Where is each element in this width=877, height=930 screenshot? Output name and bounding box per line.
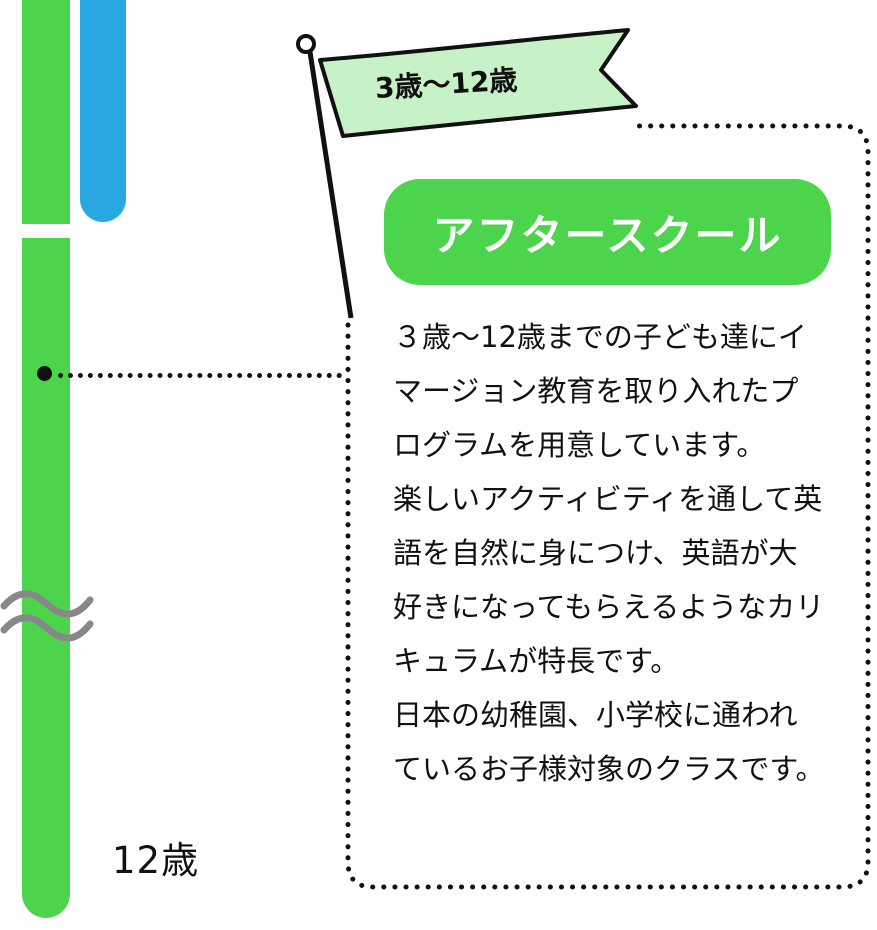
timeline-bar-lower (22, 238, 70, 918)
timeline-bar-blue (80, 0, 126, 222)
program-description: ３歳〜12歳までの子ども達にイ マージョン教育を取り入れたプ ログラムを用意して… (393, 320, 825, 786)
timeline-connector-line (58, 373, 342, 378)
program-title-badge: アフタースクール (384, 179, 831, 285)
age-label-12: 12歳 (112, 839, 200, 882)
flag-pole (307, 51, 354, 319)
program-title: アフタースクール (432, 210, 783, 260)
flag-pole-top-icon (296, 34, 316, 54)
timeline-bar-upper (22, 0, 70, 224)
flag-banner (318, 28, 638, 138)
wave-break-icon (0, 590, 94, 642)
timeline-marker-dot (37, 366, 52, 381)
callout-dotted-border (345, 123, 871, 890)
